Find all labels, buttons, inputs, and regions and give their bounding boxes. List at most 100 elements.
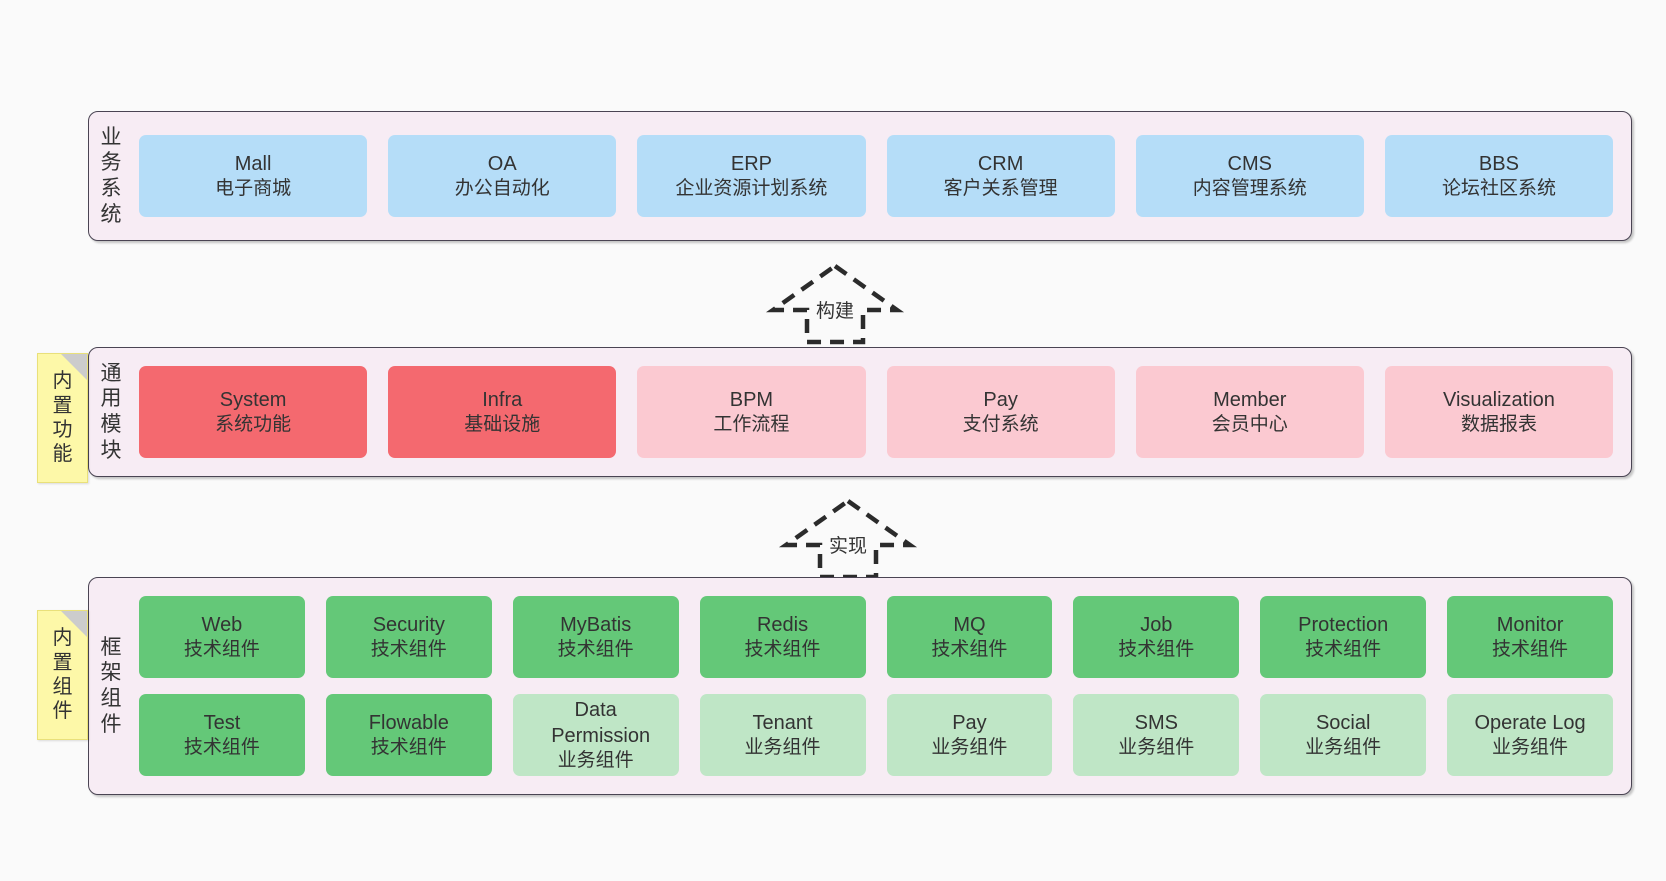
node-title: Social	[1315, 711, 1371, 734]
node-bbs[interactable]: BBS 论坛社区系统	[1384, 135, 1614, 217]
label-char: 模	[100, 413, 122, 436]
layer-common-module[interactable]: 通 用 模 块 System 系统功能 Infra 基础设施 BPM	[88, 347, 1632, 477]
node-mq[interactable]: MQ 技术组件	[886, 596, 1053, 678]
layer-business-system-label: 业 务 系 统	[89, 112, 133, 240]
node-subtitle: 支付系统	[962, 413, 1039, 435]
note-builtin-component[interactable]: 内 置 组 件	[37, 610, 88, 740]
node-mybatis[interactable]: MyBatis 技术组件	[512, 596, 679, 678]
node-row: Web 技术组件 Security 技术组件 MyBatis 技术组件 Redi…	[139, 596, 1613, 678]
node-subtitle: 技术组件	[557, 638, 634, 660]
node-title: Test	[203, 711, 241, 734]
node-redis[interactable]: Redis 技术组件	[699, 596, 866, 678]
node-subtitle: 论坛社区系统	[1441, 177, 1556, 199]
dashed-generalization-arrow-icon	[765, 263, 905, 345]
node-test[interactable]: Test 技术组件	[139, 694, 305, 776]
node-sms[interactable]: SMS 业务组件	[1073, 694, 1240, 776]
node-title: OA	[487, 152, 517, 175]
node-pay-module[interactable]: Pay 支付系统	[886, 366, 1115, 458]
label-char: 组	[100, 687, 122, 710]
node-subtitle: 业务组件	[1305, 736, 1382, 758]
node-title: Security	[372, 613, 445, 636]
node-title: BPM	[729, 388, 774, 411]
connector-build: 构建	[760, 262, 910, 345]
layer-business-system-body: Mall 电子商城 OA 办公自动化 ERP 企业资源计划系统 CRM 客户关系…	[133, 112, 1631, 240]
node-security[interactable]: Security 技术组件	[325, 596, 492, 678]
node-title: Member	[1213, 388, 1287, 411]
note-char: 组	[52, 676, 73, 698]
node-subtitle: 电子商城	[215, 177, 292, 199]
node-visualization[interactable]: Visualization 数据报表	[1384, 366, 1614, 458]
node-subtitle: 业务组件	[931, 736, 1008, 758]
node-title: MQ	[953, 613, 986, 636]
node-title: Visualization	[1442, 388, 1555, 411]
node-pay-component[interactable]: Pay 业务组件	[886, 694, 1053, 776]
note-char: 置	[52, 651, 73, 674]
node-bpm[interactable]: BPM 工作流程	[637, 366, 866, 458]
node-title: Operate Log	[1474, 711, 1586, 734]
node-title: Pay	[983, 388, 1018, 411]
node-flowable[interactable]: Flowable 技术组件	[325, 694, 492, 776]
connector-implement: 实现	[773, 497, 923, 580]
label-char: 块	[100, 438, 122, 462]
node-subtitle: 技术组件	[931, 638, 1008, 660]
layer-framework-component-label: 框 架 组 件	[89, 578, 133, 794]
node-title: Job	[1140, 613, 1173, 636]
note-char: 能	[52, 443, 73, 466]
node-oa[interactable]: OA 办公自动化	[388, 135, 617, 217]
label-char: 统	[100, 202, 122, 226]
node-subtitle: 系统功能	[215, 413, 292, 435]
layer-framework-component[interactable]: 框 架 组 件 Web 技术组件 Security 技术组件 M	[88, 577, 1632, 795]
node-subtitle: 业务组件	[557, 749, 634, 771]
label-char: 务	[100, 151, 122, 175]
node-row: System 系统功能 Infra 基础设施 BPM 工作流程 Pay 支付系统	[139, 366, 1614, 458]
node-title: Redis	[756, 613, 809, 636]
layer-business-system[interactable]: 业 务 系 统 Mall 电子商城 OA 办公自动化 ERP	[88, 111, 1632, 241]
label-char: 件	[100, 712, 122, 736]
node-web[interactable]: Web 技术组件	[139, 596, 305, 678]
node-title: MyBatis	[560, 613, 632, 636]
folded-corner-icon	[61, 354, 87, 380]
layer-framework-component-body: Web 技术组件 Security 技术组件 MyBatis 技术组件 Redi…	[133, 578, 1631, 794]
node-title: Mall	[234, 152, 272, 175]
node-subtitle: 数据报表	[1460, 413, 1537, 435]
note-builtin-function[interactable]: 内 置 功 能	[37, 353, 88, 483]
node-protection[interactable]: Protection 技术组件	[1260, 596, 1427, 678]
node-tenant[interactable]: Tenant 业务组件	[699, 694, 866, 776]
label-char: 架	[100, 661, 122, 685]
node-subtitle: 技术组件	[1492, 638, 1569, 660]
node-subtitle: 内容管理系统	[1192, 177, 1307, 199]
node-title: Web	[201, 613, 243, 636]
node-job[interactable]: Job 技术组件	[1073, 596, 1240, 678]
node-member[interactable]: Member 会员中心	[1135, 366, 1364, 458]
node-title: CRM	[977, 152, 1024, 175]
node-subtitle: 技术组件	[1118, 638, 1195, 660]
label-char: 框	[100, 635, 122, 659]
node-subtitle: 技术组件	[183, 638, 260, 660]
node-monitor[interactable]: Monitor 技术组件	[1447, 596, 1613, 678]
node-mall[interactable]: Mall 电子商城	[139, 135, 368, 217]
node-subtitle: 技术组件	[1305, 638, 1382, 660]
label-char: 用	[100, 387, 122, 411]
node-subtitle: 业务组件	[744, 736, 821, 758]
node-row: Test 技术组件 Flowable 技术组件 Data Permission …	[139, 694, 1613, 776]
connector-build-label: 构建	[815, 301, 855, 322]
node-subtitle: 办公自动化	[454, 177, 550, 199]
node-subtitle: 业务组件	[1118, 736, 1195, 758]
node-system[interactable]: System 系统功能	[139, 366, 368, 458]
node-title: Tenant	[752, 711, 813, 734]
label-char: 系	[100, 177, 122, 200]
node-cms[interactable]: CMS 内容管理系统	[1135, 135, 1364, 217]
node-social[interactable]: Social 业务组件	[1260, 694, 1427, 776]
node-infra[interactable]: Infra 基础设施	[388, 366, 617, 458]
node-title: BBS	[1478, 152, 1519, 175]
node-operate-log[interactable]: Operate Log 业务组件	[1447, 694, 1613, 776]
node-subtitle: 会员中心	[1211, 413, 1288, 435]
node-subtitle: 客户关系管理	[943, 177, 1058, 199]
node-crm[interactable]: CRM 客户关系管理	[886, 135, 1115, 217]
node-data-permission[interactable]: Data Permission 业务组件	[512, 694, 679, 776]
node-erp[interactable]: ERP 企业资源计划系统	[637, 135, 866, 217]
label-char: 业	[100, 125, 122, 149]
note-char: 件	[52, 700, 73, 723]
node-subtitle: 业务组件	[1492, 736, 1569, 758]
